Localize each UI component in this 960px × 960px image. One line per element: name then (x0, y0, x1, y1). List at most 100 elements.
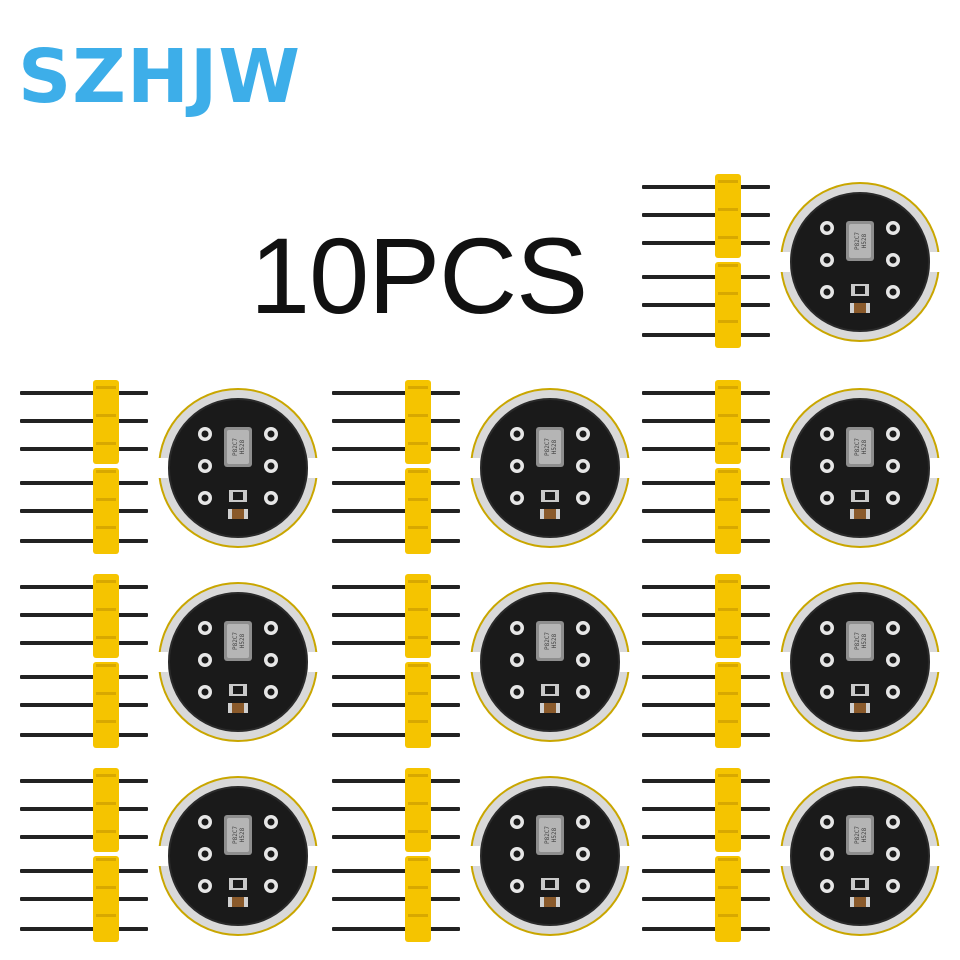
plastic-header-bottom (405, 468, 431, 554)
plastic-header-top (715, 380, 741, 464)
plastic-header-top (405, 574, 431, 658)
header-pin (20, 481, 148, 485)
header-pin (642, 835, 770, 839)
chip-marking-line2: H528 (861, 827, 868, 842)
header-pin (20, 779, 148, 783)
header-pin (332, 733, 460, 737)
header-pin (20, 869, 148, 873)
chip-marking-line1: P82C7 (232, 826, 239, 844)
header-pin (20, 447, 148, 451)
plastic-header-top (93, 574, 119, 658)
header-pin (20, 835, 148, 839)
pin-header (332, 380, 460, 554)
header-pin (20, 509, 148, 513)
header-pin (642, 333, 770, 337)
chip-marking-line1: P82C7 (854, 632, 861, 650)
capacitor (850, 303, 870, 313)
capacitor (540, 509, 560, 519)
header-pin (642, 213, 770, 217)
header-pin (332, 641, 460, 645)
plastic-header-top (715, 768, 741, 852)
plastic-header-bottom (715, 262, 741, 348)
chip-marking-line1: P82C7 (544, 826, 551, 844)
chip-marking-line2: H528 (239, 827, 246, 842)
plastic-header-bottom (715, 856, 741, 942)
chip-marking-line2: H528 (551, 633, 558, 648)
pin-header (642, 574, 770, 748)
header-pin (332, 869, 460, 873)
header-pin (642, 733, 770, 737)
header-pin (20, 585, 148, 589)
header-pin (332, 585, 460, 589)
header-pin (642, 391, 770, 395)
chip-marking-line1: P82C7 (232, 438, 239, 456)
header-pin (642, 275, 770, 279)
header-pin (642, 447, 770, 451)
header-pin (332, 509, 460, 513)
header-pin (20, 641, 148, 645)
header-pin (20, 897, 148, 901)
chip-marking-line2: H528 (861, 233, 868, 248)
plastic-header-bottom (405, 662, 431, 748)
header-pin (332, 927, 460, 931)
capacitor (228, 703, 248, 713)
header-pin (332, 807, 460, 811)
plastic-header-bottom (405, 856, 431, 942)
chip-marking-line2: H528 (551, 439, 558, 454)
header-pin (642, 585, 770, 589)
chip-marking-line1: P82C7 (544, 632, 551, 650)
header-pin (332, 613, 460, 617)
header-pin (332, 447, 460, 451)
header-pin (20, 927, 148, 931)
header-pin (20, 675, 148, 679)
chip-marking-line2: H528 (861, 633, 868, 648)
pin-header (642, 380, 770, 554)
plastic-header-top (93, 768, 119, 852)
header-pin (642, 675, 770, 679)
plastic-header-bottom (715, 468, 741, 554)
pin-header (20, 768, 148, 942)
capacitor (228, 509, 248, 519)
header-pin (642, 481, 770, 485)
header-pin (20, 391, 148, 395)
capacitor (850, 509, 870, 519)
header-pin (642, 613, 770, 617)
header-pin (20, 539, 148, 543)
capacitor (540, 897, 560, 907)
plastic-header-top (93, 380, 119, 464)
header-pin (20, 703, 148, 707)
plastic-header-top (715, 174, 741, 258)
pin-header (20, 574, 148, 748)
header-pin (20, 613, 148, 617)
chip-marking-line1: P82C7 (854, 232, 861, 250)
header-pin (642, 241, 770, 245)
plastic-header-top (715, 574, 741, 658)
header-pin (332, 703, 460, 707)
header-pin (642, 641, 770, 645)
header-pin (332, 419, 460, 423)
header-pin (332, 675, 460, 679)
header-pin (642, 419, 770, 423)
pin-header (20, 380, 148, 554)
quantity-label: 10PCS (250, 215, 588, 336)
header-pin (332, 481, 460, 485)
header-pin (332, 897, 460, 901)
